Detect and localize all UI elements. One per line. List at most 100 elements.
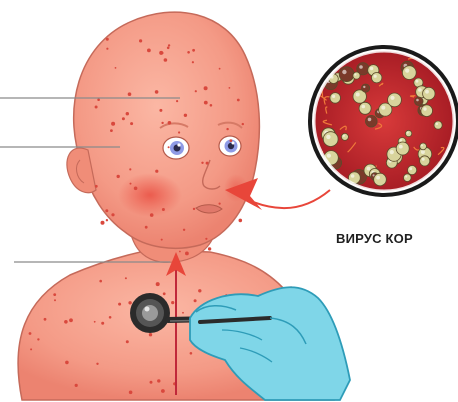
virus-highlight — [421, 144, 423, 146]
rash-dot — [164, 58, 168, 62]
rash-dot — [205, 238, 207, 240]
rash-dot — [168, 146, 170, 148]
virus-highlight — [363, 86, 365, 88]
virus-caption: ВИРУС КОР — [336, 231, 458, 246]
rash-dot — [162, 208, 165, 211]
rash-dot — [101, 221, 105, 225]
virus-highlight — [374, 75, 377, 78]
virus-highlight — [359, 65, 363, 69]
virus-particle — [330, 93, 341, 104]
rash-dot — [134, 187, 138, 191]
rash-dot — [163, 292, 166, 295]
virus-filament — [308, 187, 315, 199]
virus-particle — [359, 102, 371, 114]
magnifier-circle-icon — [305, 41, 458, 199]
rash-dot — [192, 49, 195, 52]
rash-dot — [206, 162, 209, 165]
virus-particle — [402, 66, 416, 80]
virus-particle — [323, 132, 338, 147]
virus-highlight — [418, 88, 422, 92]
rash-dot — [130, 183, 132, 185]
rash-dot — [204, 86, 208, 90]
rash-dot — [178, 131, 180, 133]
virus-particle — [366, 115, 378, 127]
rash-dot — [99, 280, 102, 283]
rash-dot — [94, 321, 96, 323]
rash-dot — [179, 251, 181, 253]
cheek-flush — [118, 173, 182, 217]
virus-particle — [388, 93, 402, 107]
virus-highlight — [399, 145, 403, 149]
rash-dot — [171, 301, 174, 304]
rash-dot — [237, 99, 240, 102]
rash-dot — [110, 129, 113, 132]
virus-particle — [341, 133, 348, 140]
virus-particle — [420, 156, 430, 166]
rash-dot — [193, 208, 195, 210]
rash-dot — [129, 391, 133, 395]
rash-dot — [167, 47, 170, 50]
rash-dot — [161, 122, 163, 124]
virus-highlight — [381, 106, 385, 110]
rash-dot — [95, 106, 98, 109]
virus-particle — [408, 166, 417, 175]
rash-dot — [242, 123, 244, 125]
rash-dot — [204, 101, 208, 105]
rash-dot — [97, 98, 100, 101]
rash-dot — [106, 219, 108, 221]
virus-highlight — [423, 107, 426, 110]
virus-highlight — [362, 105, 366, 109]
rash-dot — [145, 226, 148, 229]
virus-highlight — [342, 70, 346, 74]
rash-dot — [198, 289, 201, 292]
virus-highlight — [436, 123, 438, 125]
rash-dot — [168, 121, 172, 125]
rash-dot — [117, 175, 120, 178]
rash-dot — [192, 61, 194, 63]
virus-filament — [305, 65, 317, 80]
rash-dot — [208, 247, 211, 250]
virus-filament — [333, 41, 337, 55]
virus-particle — [339, 67, 354, 82]
rash-dot — [115, 67, 117, 69]
virus-highlight — [390, 96, 394, 100]
rash-dot — [69, 318, 73, 322]
rash-dot — [150, 213, 154, 217]
virus-highlight — [400, 139, 402, 141]
rash-dot — [190, 352, 193, 355]
virus-particle — [421, 105, 433, 117]
rash-dot — [64, 320, 68, 324]
rash-dot — [75, 384, 78, 387]
rash-dot — [150, 381, 153, 384]
rash-dot — [106, 48, 108, 50]
rash-dot — [128, 301, 131, 304]
virus-highlight — [421, 150, 425, 154]
virus-particle — [423, 87, 435, 99]
rash-dot — [230, 139, 233, 142]
rash-dot — [95, 185, 98, 188]
rash-dot — [130, 122, 133, 125]
rash-dot — [168, 44, 170, 46]
rash-dot — [37, 338, 39, 340]
virus-particle — [374, 173, 387, 186]
rash-dot — [229, 87, 231, 89]
rash-dot — [129, 168, 131, 170]
virus-highlight — [368, 118, 372, 122]
rash-dot — [159, 109, 162, 112]
virus-highlight — [327, 154, 331, 158]
virus-highlight — [425, 90, 429, 94]
virus-highlight — [367, 167, 371, 171]
virus-highlight — [407, 132, 409, 134]
virus-particle — [372, 73, 382, 83]
virus-highlight — [376, 176, 380, 180]
virus-highlight — [405, 69, 409, 73]
rash-dot — [111, 213, 114, 216]
rash-dot — [44, 318, 47, 321]
rash-dot — [96, 363, 98, 365]
rash-dot — [195, 90, 197, 92]
rash-dot — [111, 122, 115, 126]
rash-dot — [226, 128, 228, 130]
virus-highlight — [351, 174, 355, 178]
rash-dot — [157, 379, 160, 382]
